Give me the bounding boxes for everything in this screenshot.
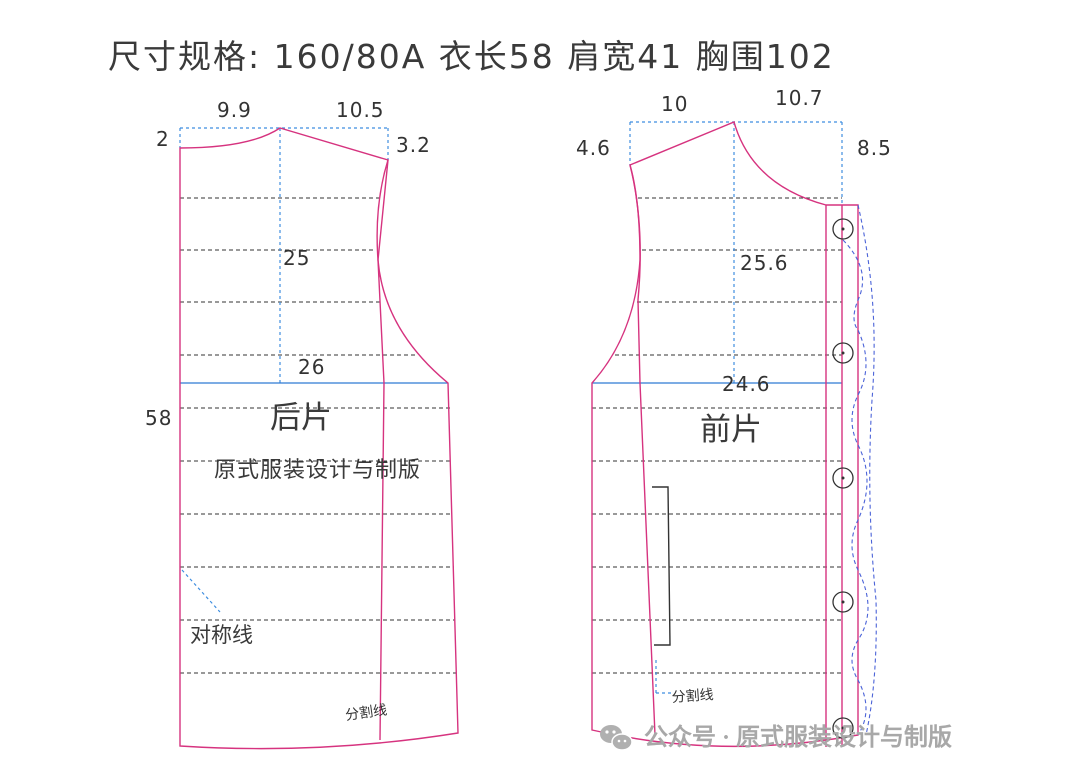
button-3-icon [832, 467, 854, 489]
front-shoulder-width-label: 10.7 [775, 86, 824, 110]
wechat-icon [600, 725, 633, 751]
back-piece: 9.9 10.5 2 3.2 25 26 58 后片 原式服装设计与制版 对称线… [145, 98, 459, 750]
front-piece-label: 前片 [700, 412, 762, 448]
brand-label: 原式服装设计与制版 [214, 458, 421, 483]
back-outline [179, 127, 459, 750]
button-5-icon [832, 717, 854, 739]
front-pocket [652, 486, 671, 646]
front-dashed-guides [592, 197, 842, 674]
symmetry-line-label: 对称线 [190, 623, 253, 647]
back-split-line [377, 159, 389, 741]
button-2-icon [832, 342, 854, 364]
back-guide-box [179, 127, 389, 613]
back-armhole-depth-label: 25 [283, 246, 310, 270]
front-facing-scallop [842, 239, 869, 736]
button-1-icon [832, 218, 854, 240]
back-shoulder-drop-label: 3.2 [396, 133, 431, 157]
back-split-label: 分割线 [344, 701, 388, 724]
front-neck-width-label: 10 [661, 92, 688, 116]
front-chest-label: 24.6 [722, 372, 771, 396]
back-neck-depth-label: 2 [156, 127, 170, 151]
back-piece-label: 后片 [270, 400, 332, 436]
back-chest-label: 26 [298, 355, 325, 379]
size-spec-title: 尺寸规格: 160/80A 衣长58 肩宽41 胸围102 [108, 37, 835, 76]
front-split-line [629, 164, 656, 736]
front-split-label: 分割线 [671, 686, 714, 706]
front-piece: 10 10.7 4.6 8.5 25.6 24.6 前片 分割线 [576, 86, 892, 748]
button-4-icon [832, 591, 854, 613]
front-neck-depth-label: 8.5 [857, 136, 892, 160]
back-length-label: 58 [145, 406, 172, 430]
front-shoulder-drop-label: 4.6 [576, 136, 611, 160]
front-facing-curve [857, 204, 877, 736]
back-shoulder-width-label: 10.5 [336, 98, 385, 122]
back-dashed-guides [180, 197, 456, 674]
front-buttons [832, 218, 854, 739]
front-guide-box [629, 121, 843, 694]
back-neck-width-label: 9.9 [217, 98, 252, 122]
front-armhole-depth-label: 25.6 [740, 251, 789, 275]
watermark-text: 公众号 · 原式服装设计与制版 [644, 724, 952, 751]
watermark: 公众号 · 原式服装设计与制版 [600, 724, 952, 751]
